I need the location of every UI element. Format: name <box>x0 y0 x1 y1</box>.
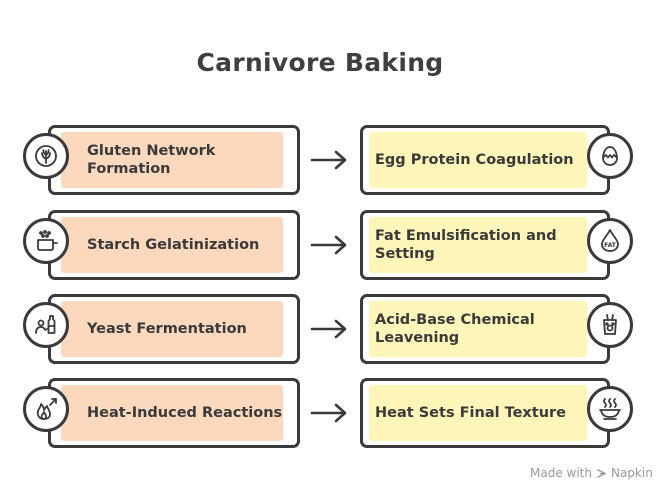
wheat-icon <box>23 133 69 179</box>
pot-steam-icon <box>23 218 69 264</box>
napkin-watermark: Made with Napkin <box>530 466 653 480</box>
made-with-label: Made with <box>530 466 592 480</box>
left-step-box: Gluten Network Formation <box>48 125 300 195</box>
right-step-label: Fat Emulsification and Setting <box>375 228 557 262</box>
right-step-label: Egg Protein Coagulation <box>375 152 574 168</box>
napkin-brand: Napkin <box>610 466 653 480</box>
right-step-box: Acid-Base Chemical Leavening <box>360 294 610 364</box>
row-2: Starch Gelatinization Fat Emulsification… <box>0 210 660 288</box>
left-step-box: Starch Gelatinization <box>48 210 300 280</box>
right-step-box: Heat Sets Final Texture <box>360 378 610 448</box>
arrow-icon <box>310 235 347 255</box>
right-step-box: Fat Emulsification and Setting <box>360 210 610 280</box>
left-step-label: Heat-Induced Reactions <box>87 405 283 421</box>
row-1: Gluten Network Formation Egg Protein Coa… <box>0 125 660 203</box>
left-step-box: Heat-Induced Reactions <box>48 378 300 448</box>
svg-text:FAT: FAT <box>604 242 617 249</box>
left-step-label: Yeast Fermentation <box>87 321 247 337</box>
left-step-box: Yeast Fermentation <box>48 294 300 364</box>
right-step-box: Egg Protein Coagulation <box>360 125 610 195</box>
right-step-label: Acid-Base Chemical Leavening <box>375 312 535 346</box>
row-4: Heat-Induced Reactions Heat Sets Final T… <box>0 378 660 456</box>
fat-drop-icon: FAT <box>587 218 633 264</box>
left-step-label: Starch Gelatinization <box>87 237 260 253</box>
right-step-label: Heat Sets Final Texture <box>375 405 567 421</box>
arrow-icon <box>310 403 347 423</box>
person-bottle-icon <box>23 302 69 348</box>
arrow-icon <box>310 150 347 170</box>
arrow-icon <box>310 319 347 339</box>
steaming-bowl-icon <box>587 386 633 432</box>
chemistry-glass-icon <box>587 302 633 348</box>
egg-icon <box>587 133 633 179</box>
napkin-logo-icon <box>597 468 606 478</box>
row-3: Yeast Fermentation Acid-Base Chemical Le… <box>0 294 660 372</box>
flame-arrow-icon <box>23 386 69 432</box>
page-title: Carnivore Baking <box>196 48 444 77</box>
left-step-label: Gluten Network Formation <box>87 143 216 177</box>
